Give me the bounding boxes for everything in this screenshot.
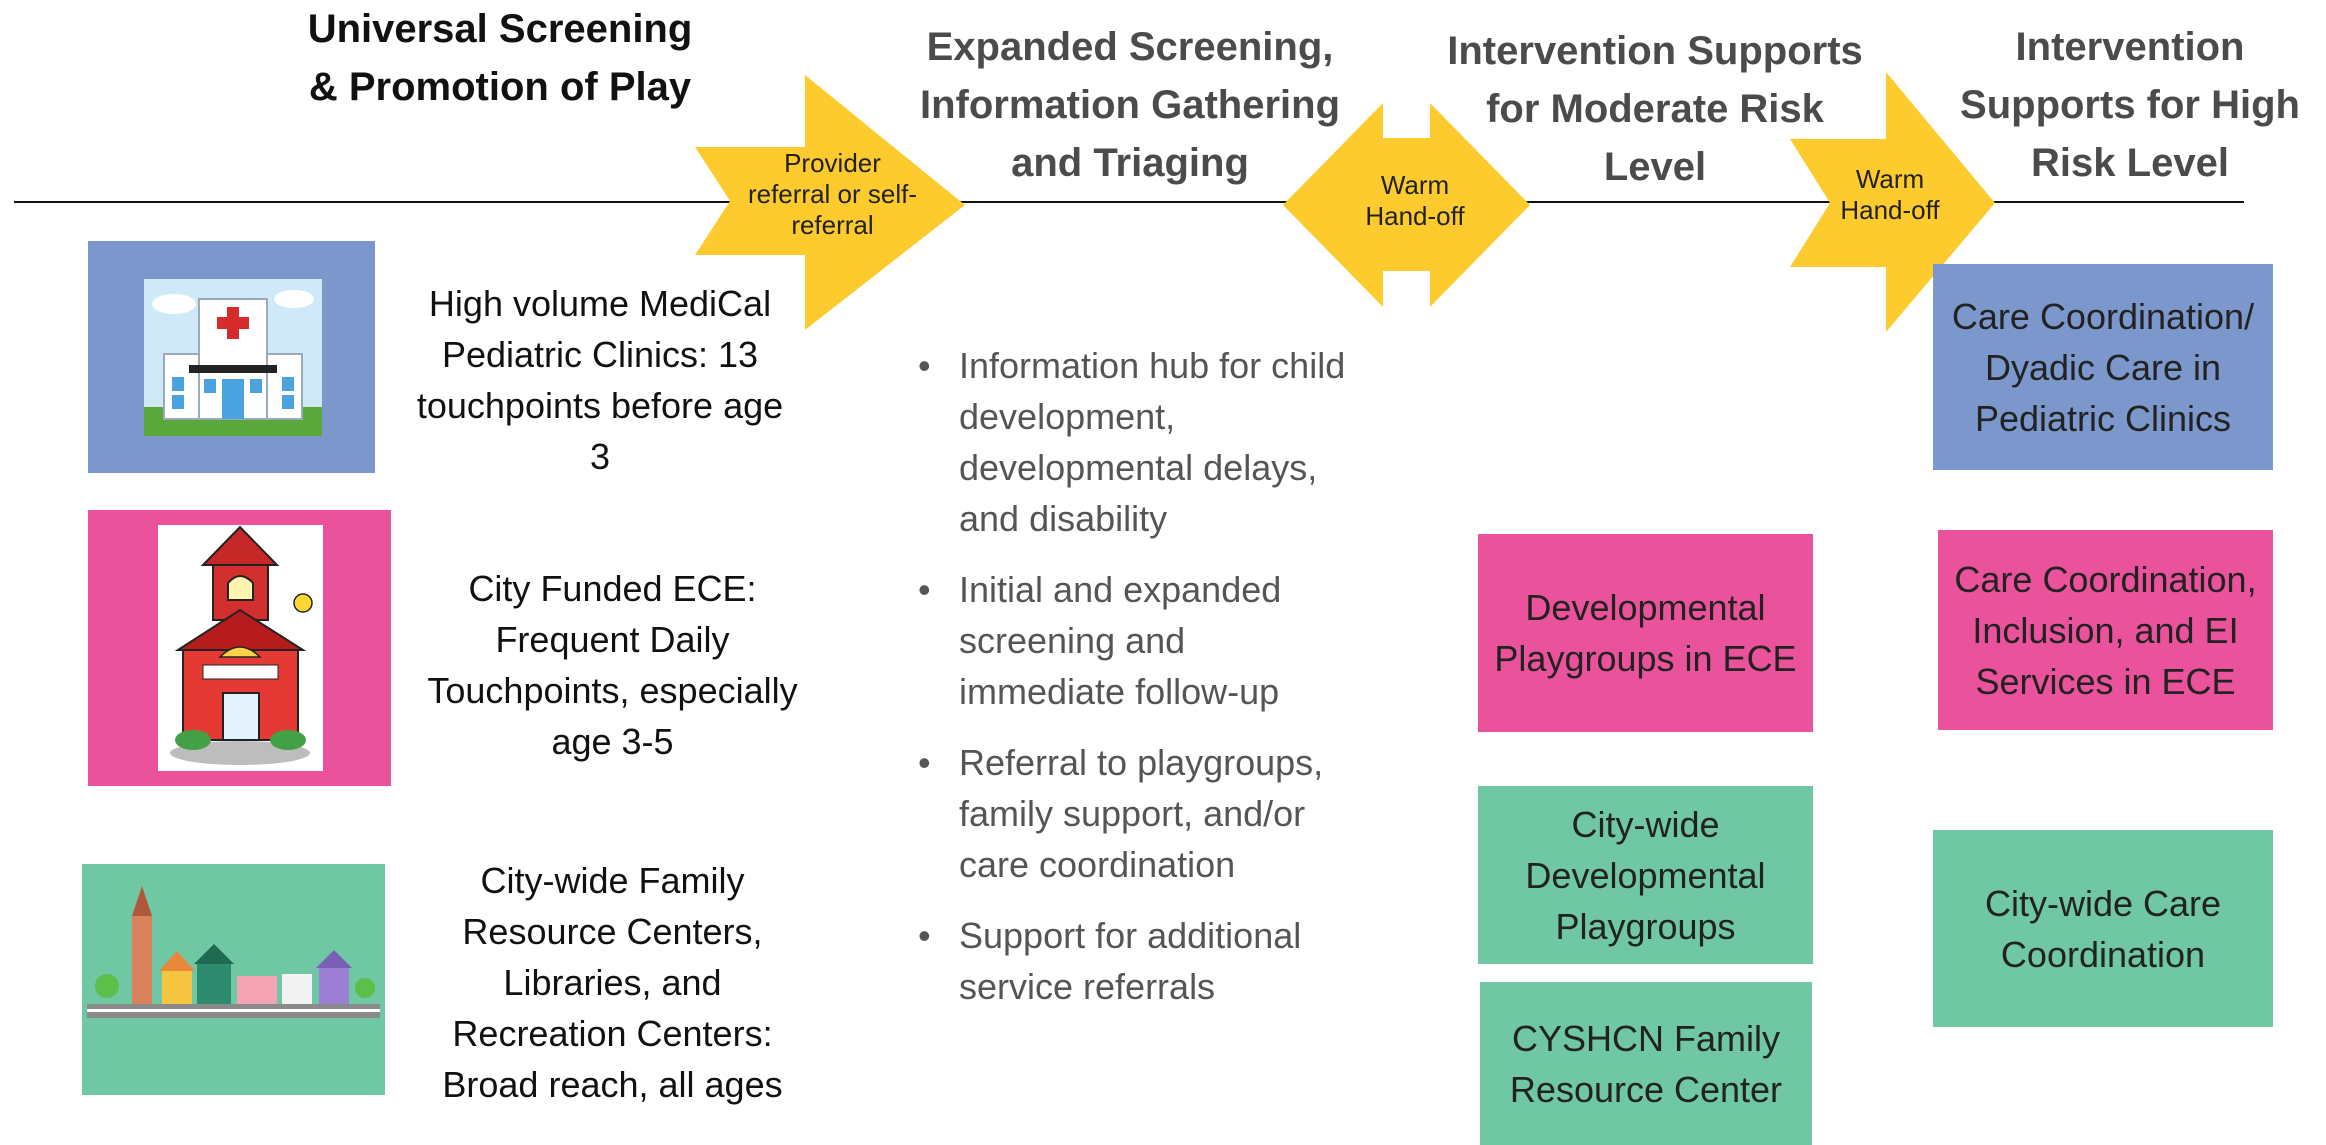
school-icon	[158, 525, 323, 771]
town-picture	[82, 864, 385, 1095]
hub-bullet-item: Support for additional service referrals	[918, 910, 1358, 1012]
referral-arrow	[695, 75, 965, 330]
warm-handoff-label-2: Warm Hand-off	[1840, 164, 1940, 225]
hub-bullet-item: Referral to playgroups, family support, …	[918, 737, 1358, 890]
clinic-description: High volume MediCal Pediatric Clinics: 1…	[416, 283, 784, 477]
moderate-box-ece-playgroups: Developmental Playgroups in ECE	[1478, 534, 1813, 732]
ece-description: City Funded ECE: Frequent Daily Touchpoi…	[427, 568, 798, 762]
hub-bullet-list: Information hub for child development, d…	[918, 340, 1358, 1032]
moderate-box-cyshcn-frc: CYSHCN Family Resource Center	[1480, 982, 1812, 1145]
header-moderate: Intervention Supports for Moderate Risk …	[1447, 29, 1863, 189]
hospital-icon	[144, 279, 322, 436]
hospital-picture	[88, 241, 375, 473]
header-high: Intervention Supports for High Risk Leve…	[1960, 25, 2300, 185]
high-box-ece-care-coordination: Care Coordination, Inclusion, and EI Ser…	[1938, 530, 2273, 730]
hub-bullet-item: Information hub for child development, d…	[918, 340, 1358, 544]
referral-arrow-label: Provider referral or self-referral	[747, 148, 918, 240]
header-universal: Universal Screening & Promotion of Play	[307, 7, 693, 109]
town-icon	[87, 886, 380, 1018]
warm-handoff-arrow-1	[1283, 103, 1530, 307]
high-box-citywide-care-coordination: City-wide Care Coordination	[1933, 830, 2273, 1027]
warm-handoff-label-1: Warm Hand-off	[1365, 170, 1465, 231]
moderate-box-citywide-playgroups: City-wide Developmental Playgroups	[1478, 786, 1813, 964]
school-picture	[88, 510, 391, 786]
frc-description: City-wide Family Resource Centers, Libra…	[442, 860, 783, 1105]
hub-bullet-item: Initial and expanded screening and immed…	[918, 564, 1358, 717]
warm-handoff-arrow-2	[1790, 72, 1995, 332]
high-box-clinic-care-coordination: Care Coordination/ Dyadic Care in Pediat…	[1933, 264, 2273, 470]
header-expanded: Expanded Screening, Information Gatherin…	[920, 25, 1340, 185]
header-divider	[14, 201, 2244, 203]
